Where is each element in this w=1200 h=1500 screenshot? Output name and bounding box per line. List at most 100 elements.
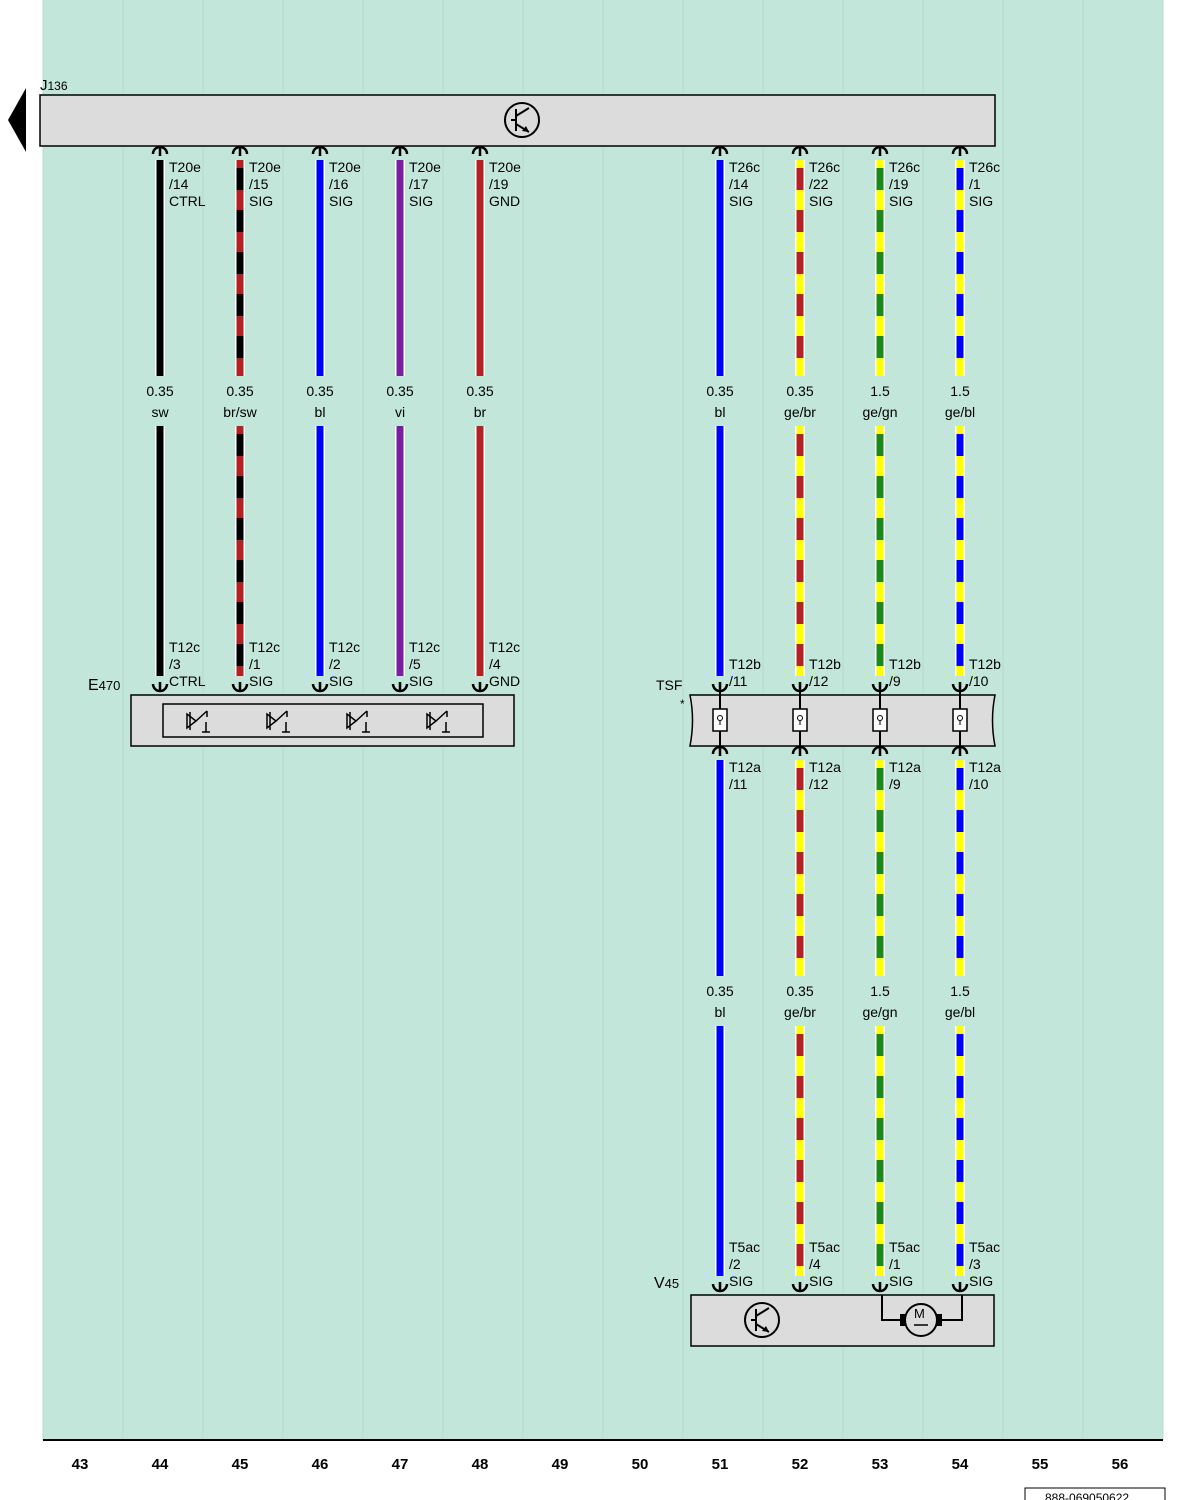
column-number: 46 (312, 1456, 329, 1473)
wire-segment (955, 160, 965, 376)
top-pin-label: T20e (169, 159, 201, 175)
wire-core (476, 426, 484, 676)
wire-segment (475, 426, 485, 676)
wire-segment (475, 160, 485, 376)
j136-label: J136 (40, 77, 68, 94)
wire-size-label: 0.35 (706, 983, 733, 999)
terminal-icon (311, 682, 329, 693)
top-pin-label: /14 (169, 176, 189, 192)
bottom-pin-label: /4 (489, 656, 501, 672)
wire-color-label: br (474, 404, 487, 420)
wire-core (716, 1026, 724, 1276)
bottom-pin-label: /9 (889, 673, 901, 689)
top-pin-label: T26c (969, 159, 1000, 175)
bottom-pin-label: SIG (889, 1273, 913, 1289)
bottom-pin-label: /5 (409, 656, 421, 672)
column-number: 53 (872, 1456, 889, 1473)
top-pin-label: SIG (809, 193, 833, 209)
top-pin-label: T20e (489, 159, 521, 175)
top-pin-label: /22 (809, 176, 829, 192)
top-pin-label: /9 (889, 776, 901, 792)
terminal-icon (951, 745, 969, 756)
switch-icon (186, 710, 210, 733)
bottom-pin-label: /2 (729, 1256, 741, 1272)
wire-segment (795, 1026, 805, 1276)
bottom-pin-label: T5ac (809, 1239, 840, 1255)
bottom-pin-label: SIG (249, 673, 273, 689)
wire-size-label: 1.5 (870, 983, 890, 999)
column-number: 54 (952, 1456, 969, 1473)
wire-segment (955, 760, 965, 976)
column-number: 44 (152, 1456, 169, 1473)
wire-size-label: 0.35 (146, 383, 173, 399)
bottom-pin-label: SIG (729, 1273, 753, 1289)
wire-segment (715, 760, 725, 976)
wire-core (396, 160, 404, 376)
top-pin-label: /10 (969, 776, 989, 792)
wire-segment (875, 426, 885, 676)
bottom-pin-label: SIG (329, 673, 353, 689)
wire-size-label: 1.5 (870, 383, 890, 399)
wire-core (396, 426, 404, 676)
fuse-icon (952, 692, 968, 752)
tsf-fuses (712, 692, 968, 752)
terminal-icon (871, 745, 889, 756)
tsf-box (689, 694, 996, 747)
wires-layer: T20e/14CTRLT12c/3CTRL0.35swT20e/15SIGT12… (146, 145, 1001, 1293)
wire-segment (875, 1026, 885, 1276)
wire-color-label: bl (715, 404, 726, 420)
top-pin-label: /14 (729, 176, 749, 192)
wire-core (316, 160, 324, 376)
wire-segment (795, 160, 805, 376)
bottom-pin-label: T12b (889, 656, 921, 672)
switch-icon (266, 710, 290, 733)
svg-text:M: M (914, 1306, 925, 1321)
top-pin-label: SIG (729, 193, 753, 209)
tsf-mark: * (680, 697, 685, 711)
wire-color-label: ge/bl (945, 404, 975, 420)
wire-size-label: 1.5 (950, 983, 970, 999)
wire-color-label: ge/br (784, 404, 816, 420)
bottom-pin-label: /11 (729, 673, 748, 689)
terminal-icon (311, 145, 329, 156)
top-pin-label: T26c (729, 159, 760, 175)
terminal-icon (791, 745, 809, 756)
bottom-pin-label: T5ac (889, 1239, 920, 1255)
bottom-pin-label: /2 (329, 656, 341, 672)
terminal-icon (791, 1282, 809, 1293)
wire-size-label: 0.35 (386, 383, 413, 399)
top-pin-label: SIG (969, 193, 993, 209)
e470-switches (186, 710, 450, 733)
wire-core (796, 1026, 804, 1276)
column-number: 55 (1032, 1456, 1049, 1473)
ecu-transistor-icon (504, 102, 540, 138)
wire-core (476, 160, 484, 376)
switch-icon (346, 710, 370, 733)
wire-color-label: ge/br (784, 1004, 816, 1020)
bottom-pin-label: GND (489, 673, 520, 689)
top-pin-label: GND (489, 193, 520, 209)
terminal-icon (791, 682, 809, 693)
switch-icon (426, 710, 450, 733)
top-pin-label: /1 (969, 176, 981, 192)
top-pin-label: /19 (889, 176, 909, 192)
wire-size-label: 0.35 (226, 383, 253, 399)
bottom-pin-label: T12c (409, 639, 440, 655)
column-number: 45 (232, 1456, 249, 1473)
terminal-icon (231, 145, 249, 156)
bottom-pin-label: SIG (809, 1273, 833, 1289)
terminal-icon (871, 1282, 889, 1293)
top-pin-label: T26c (889, 159, 920, 175)
wire-segment (715, 426, 725, 676)
wire-segment (155, 426, 165, 676)
terminal-icon (951, 1282, 969, 1293)
bottom-pin-label: /1 (889, 1256, 901, 1272)
v45-transistor-icon (744, 1302, 780, 1338)
wire-segment (715, 1026, 725, 1276)
terminal-icon (471, 682, 489, 693)
wire-size-label: 1.5 (950, 383, 970, 399)
wire-core (716, 426, 724, 676)
wire-size-label: 0.35 (306, 383, 333, 399)
